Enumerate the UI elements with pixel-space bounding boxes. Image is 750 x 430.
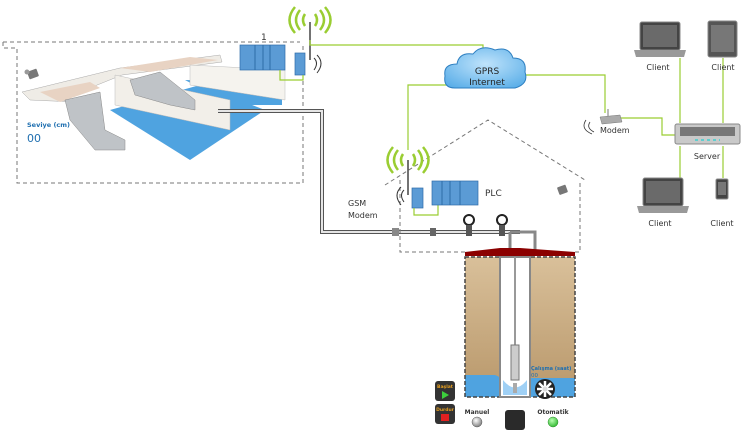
router-icon xyxy=(583,109,623,135)
plc-label: PLC xyxy=(485,189,502,199)
fitting-icon xyxy=(430,228,436,236)
gsm-modem-label: GSM xyxy=(348,199,366,208)
auto-mode-indicator[interactable] xyxy=(547,416,559,428)
server-label: Server xyxy=(694,152,721,161)
plc-pool xyxy=(239,44,286,71)
server-icon xyxy=(674,123,741,145)
level-label: Seviye (cm) xyxy=(27,121,70,129)
cloud-label-internet: Internet xyxy=(469,78,505,88)
manual-label: Manuel xyxy=(465,409,490,416)
client-label: Client xyxy=(648,219,671,228)
flowmeter-icon xyxy=(496,214,508,236)
camera-icon xyxy=(557,184,568,195)
phone-icon xyxy=(715,178,729,200)
modem-label: Modem xyxy=(600,126,630,135)
fan-icon xyxy=(535,379,555,399)
cloud-label-gprs: GPRS xyxy=(475,67,500,77)
stop-button-label: Durdur xyxy=(436,407,455,413)
stop-button[interactable]: Durdur xyxy=(435,404,455,424)
start-button-label: Başlat xyxy=(437,384,454,390)
gprs-cloud xyxy=(444,47,527,89)
plc-station xyxy=(431,180,479,206)
client-label: Client xyxy=(710,219,733,228)
mode-switch[interactable] xyxy=(505,410,525,430)
manual-mode-indicator[interactable] xyxy=(471,416,483,428)
flowmeter-icon xyxy=(463,214,475,236)
play-icon xyxy=(442,391,449,399)
client-label: Client xyxy=(711,63,734,72)
gsm-modem-pool xyxy=(279,22,322,81)
tablet-icon xyxy=(707,20,738,58)
client-label: Client xyxy=(646,63,669,72)
camera-icon xyxy=(24,68,39,80)
pool-illustration xyxy=(21,54,286,160)
zone-label: 1 xyxy=(261,33,267,43)
start-button[interactable]: Başlat xyxy=(435,381,455,401)
valve-icon xyxy=(392,228,399,236)
well xyxy=(464,248,576,398)
auto-label: Otomatik xyxy=(537,409,569,416)
laptop-icon xyxy=(634,21,686,57)
gsm-modem-station xyxy=(396,160,439,216)
runtime-label: Çalışma (saat) xyxy=(531,366,571,372)
laptop-icon xyxy=(637,177,689,213)
stop-icon xyxy=(441,414,449,421)
pool-zone-boundary xyxy=(2,41,304,184)
level-value: 00 xyxy=(27,132,41,145)
signal-icon-pool xyxy=(288,6,332,34)
signal-icon-station xyxy=(386,146,430,174)
pipeline xyxy=(218,109,520,234)
gsm-modem-label: Modem xyxy=(348,211,378,220)
runtime-value: 00 xyxy=(531,373,538,379)
